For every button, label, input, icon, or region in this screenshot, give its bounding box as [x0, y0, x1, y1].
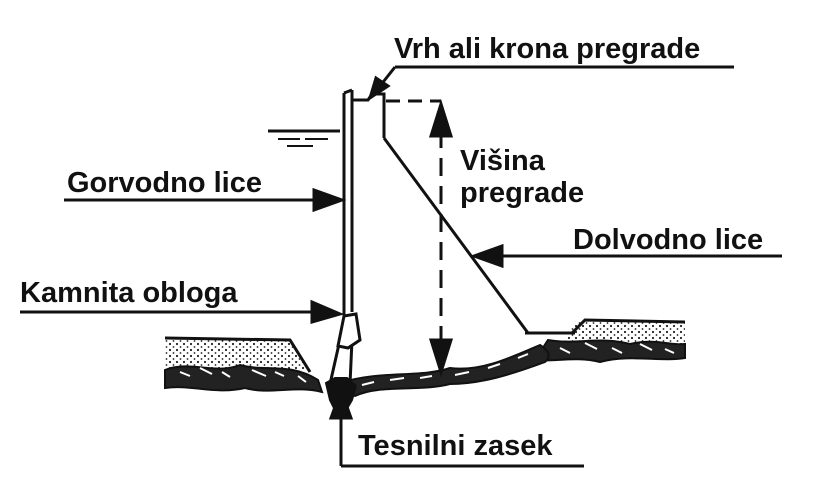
label-height-line2: pregrade [460, 177, 584, 209]
label-cutoff-trench: Tesnilni zasek [358, 430, 553, 462]
label-stone-facing: Kamnita obloga [20, 277, 238, 309]
stone-facing-block [336, 312, 362, 350]
label-height-line1: Višina [460, 145, 546, 177]
height-dimension [386, 98, 454, 378]
ground-left [164, 336, 324, 394]
leader-lines [20, 65, 782, 468]
foundation-rock [338, 343, 550, 398]
label-crest: Vrh ali krona pregrade [394, 33, 700, 65]
water-level-symbol [268, 129, 340, 147]
label-upstream-face: Gorvodno lice [67, 167, 262, 199]
label-downstream-face: Dolvodno lice [573, 224, 763, 256]
ground-right [525, 318, 686, 364]
